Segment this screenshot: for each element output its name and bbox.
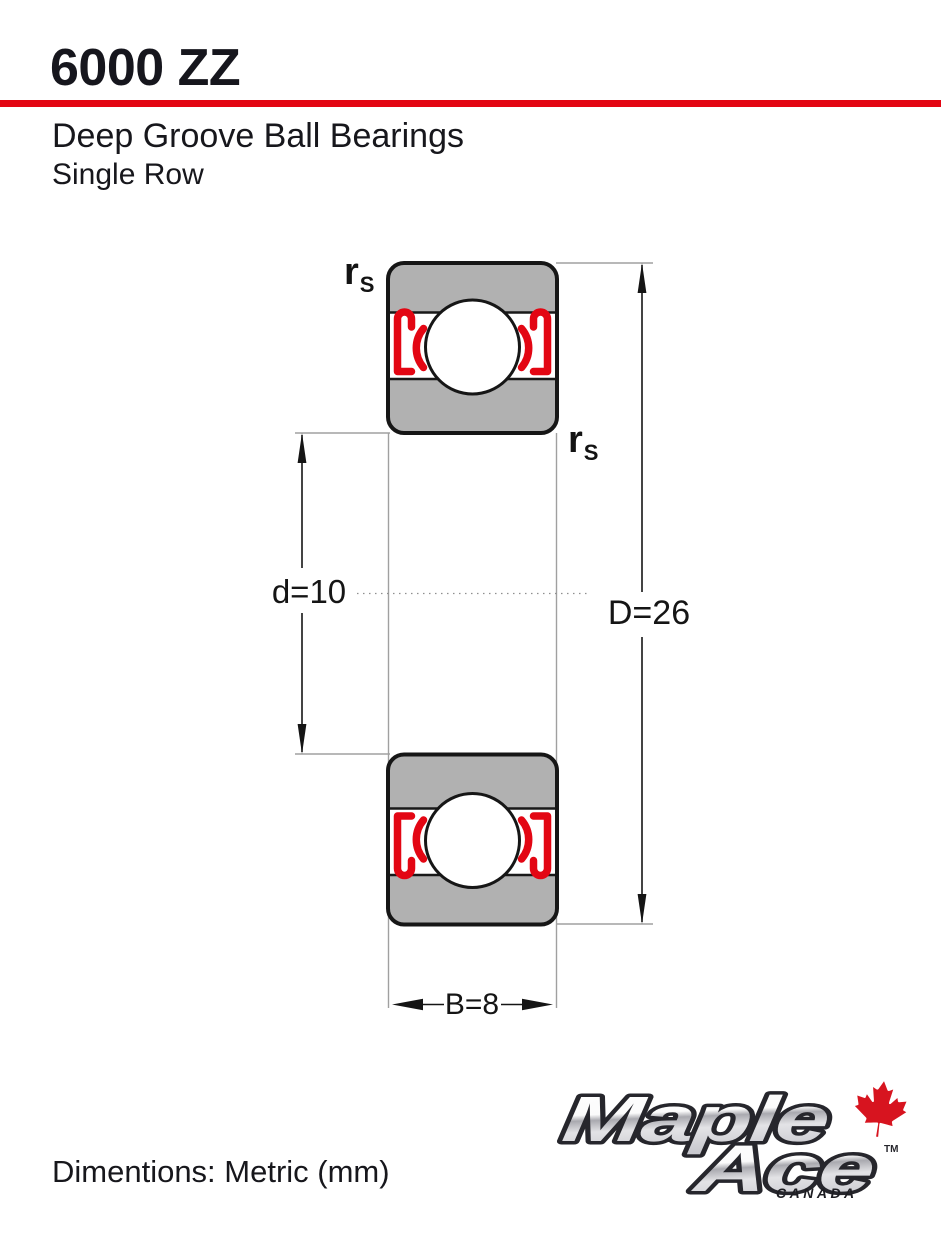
- chamfer-subscript: S: [583, 440, 599, 465]
- chamfer-symbol: r: [568, 419, 583, 461]
- chamfer-label-bottom: rS: [568, 419, 598, 464]
- chamfer-subscript: S: [359, 272, 375, 297]
- product-variant: Single Row: [52, 158, 204, 191]
- width-dim-arrow-right: [522, 998, 553, 1011]
- chamfer-symbol: r: [344, 251, 359, 293]
- logo-maple-text: Maple: [559, 1084, 834, 1155]
- outer-dim-arrow-up: [637, 263, 647, 293]
- logo-country-text: CANADA: [776, 1185, 858, 1201]
- logo-ace-text: Ace: [689, 1132, 879, 1206]
- bore-dimension-label: d=10: [271, 573, 347, 610]
- outer-dimension-label: D=26: [607, 594, 691, 632]
- page-title: 6000 ZZ: [50, 39, 241, 97]
- width-dimension-label: B=8: [444, 988, 500, 1021]
- dimensions-note: Dimentions: Metric (mm): [52, 1154, 390, 1189]
- bearing-section-top: [388, 263, 557, 433]
- logo-trademark: TM: [884, 1144, 898, 1155]
- maple-ace-logo: Maple Ace TM CANADA: [554, 1080, 907, 1209]
- maple-leaf-icon: [854, 1081, 907, 1137]
- bore-dim-arrow-up: [297, 433, 307, 463]
- header-rule: [0, 100, 941, 107]
- outer-dim-arrow-down: [637, 894, 647, 924]
- width-dim-arrow-left: [392, 998, 423, 1011]
- bore-dim-arrow-down: [297, 724, 307, 754]
- bearing-section-bottom: [388, 755, 557, 925]
- chamfer-label-top: rS: [344, 251, 374, 296]
- product-subtitle: Deep Groove Ball Bearings: [52, 117, 465, 155]
